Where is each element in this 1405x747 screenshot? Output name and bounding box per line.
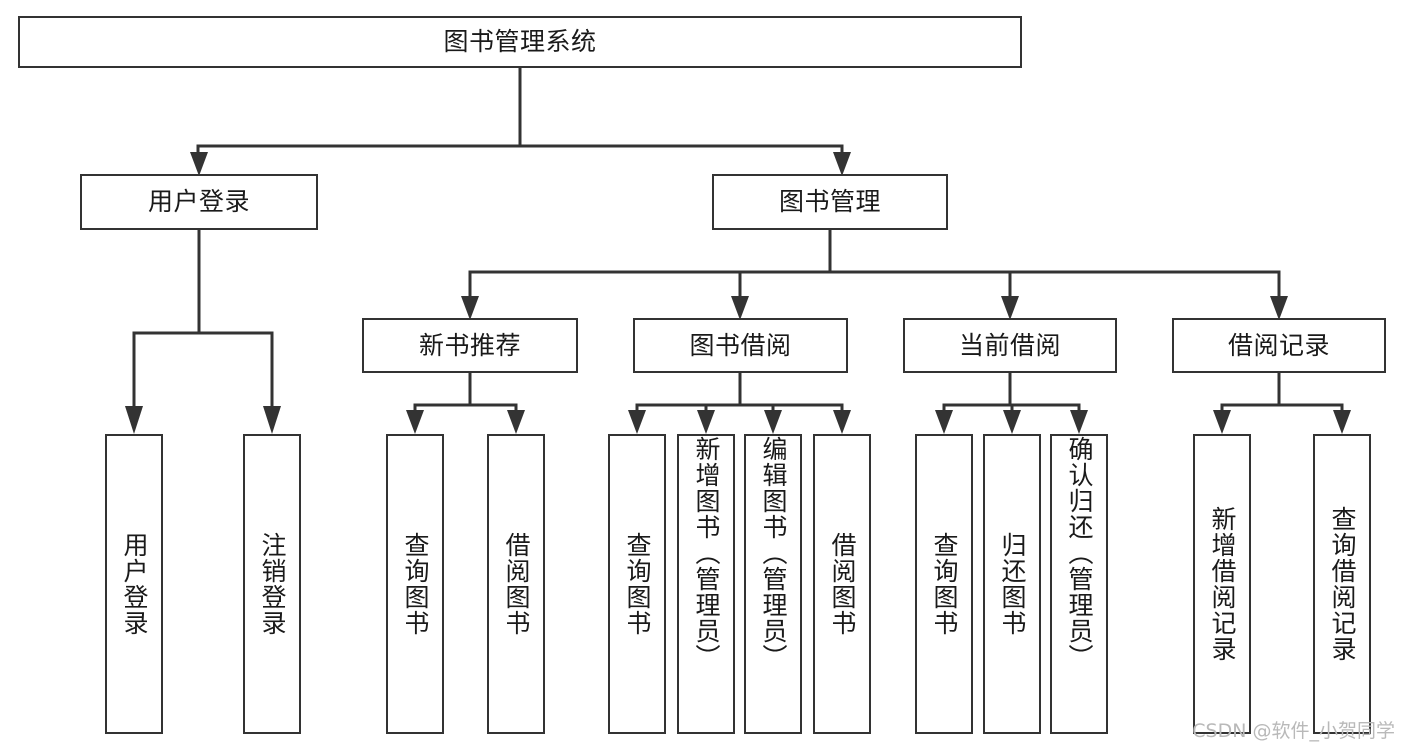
node-leaf-borrow-book-1-label: 借阅图书: [502, 532, 531, 636]
node-leaf-query-book-3[interactable]: 查询图书: [915, 434, 973, 734]
node-book-management-label: 图书管理: [778, 187, 881, 217]
node-leaf-add-record[interactable]: 新增借阅记录: [1193, 434, 1251, 734]
node-leaf-add-book[interactable]: 新增图书（管理员）: [677, 434, 735, 734]
node-book-borrow-label: 图书借阅: [689, 330, 792, 360]
node-book-management[interactable]: 图书管理: [712, 174, 948, 230]
node-leaf-user-logout[interactable]: 注销登录: [243, 434, 301, 734]
connector-borrow-record-to-leaves: [1220, 371, 1344, 412]
node-leaf-return-book[interactable]: 归还图书: [983, 434, 1041, 734]
connector-new-book-recommend-to-leaves: [413, 371, 518, 412]
node-borrow-record-label: 借阅记录: [1227, 330, 1330, 360]
node-leaf-confirm-return[interactable]: 确认归还（管理员）: [1050, 434, 1108, 734]
node-leaf-add-record-label: 新增借阅记录: [1208, 506, 1237, 662]
node-leaf-edit-book[interactable]: 编辑图书（管理员）: [744, 434, 802, 734]
node-root[interactable]: 图书管理系统: [18, 16, 1022, 68]
node-borrow-record[interactable]: 借阅记录: [1172, 318, 1386, 373]
node-leaf-query-record-label: 查询借阅记录: [1328, 506, 1357, 662]
node-leaf-user-logout-label: 注销登录: [258, 532, 287, 636]
node-leaf-edit-book-label: 编辑图书（管理员）: [759, 436, 788, 670]
node-leaf-query-book-2[interactable]: 查询图书: [608, 434, 666, 734]
node-new-book-recommend[interactable]: 新书推荐: [362, 318, 578, 373]
node-leaf-query-book-1-label: 查询图书: [401, 532, 430, 636]
node-leaf-return-book-label: 归还图书: [998, 532, 1027, 636]
node-new-book-recommend-label: 新书推荐: [418, 330, 521, 360]
connector-root-to-level2: [196, 66, 844, 154]
node-leaf-add-book-label: 新增图书（管理员）: [692, 436, 721, 670]
watermark-text: CSDN @软件_小贺同学: [1192, 720, 1395, 742]
node-leaf-query-book-3-label: 查询图书: [930, 532, 959, 636]
node-leaf-user-login[interactable]: 用户登录: [105, 434, 163, 734]
connector-current-borrow-to-leaves: [942, 371, 1081, 412]
connector-user-login-to-leaves: [132, 228, 274, 412]
node-leaf-confirm-return-label: 确认归还（管理员）: [1065, 436, 1094, 670]
connector-book-borrow-to-leaves: [635, 371, 844, 412]
node-leaf-query-record[interactable]: 查询借阅记录: [1313, 434, 1371, 734]
arrowheads: [125, 152, 1351, 434]
node-current-borrow-label: 当前借阅: [958, 330, 1061, 360]
node-leaf-borrow-book-2[interactable]: 借阅图书: [813, 434, 871, 734]
node-user-login[interactable]: 用户登录: [80, 174, 318, 230]
node-leaf-query-book-2-label: 查询图书: [623, 532, 652, 636]
node-leaf-user-login-label: 用户登录: [120, 532, 149, 636]
node-leaf-borrow-book-2-label: 借阅图书: [828, 532, 857, 636]
node-leaf-borrow-book-1[interactable]: 借阅图书: [487, 434, 545, 734]
node-root-label: 图书管理系统: [443, 27, 597, 57]
node-leaf-query-book-1[interactable]: 查询图书: [386, 434, 444, 734]
node-current-borrow[interactable]: 当前借阅: [903, 318, 1117, 373]
connector-book-management-to-level3: [468, 228, 1281, 298]
node-book-borrow[interactable]: 图书借阅: [633, 318, 848, 373]
node-user-login-label: 用户登录: [147, 187, 250, 217]
